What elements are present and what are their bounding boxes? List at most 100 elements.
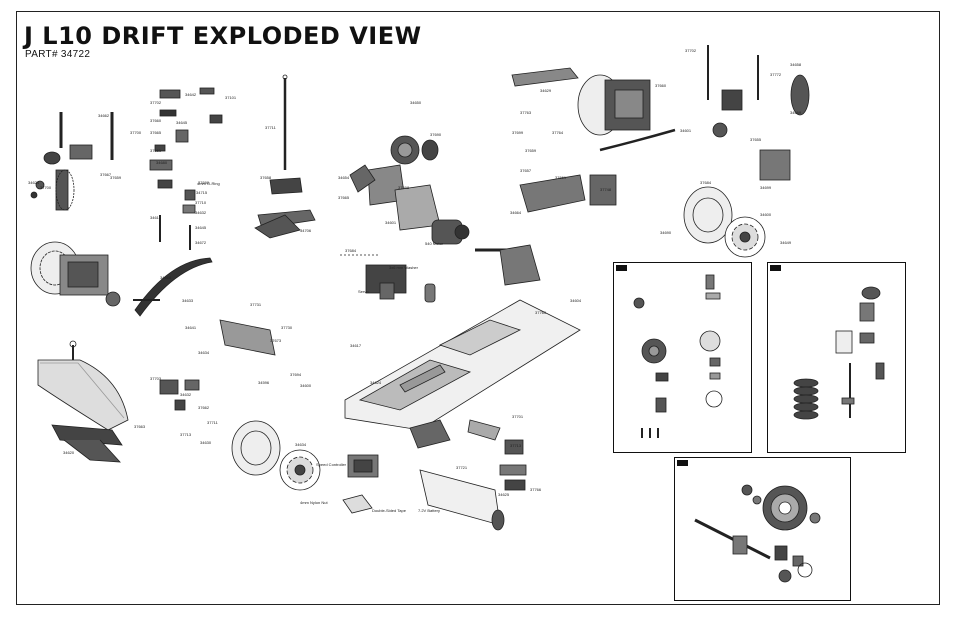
part-number-label: 37665 bbox=[338, 195, 350, 200]
part-number-label: 37658 bbox=[260, 175, 272, 180]
inset-badge bbox=[770, 265, 781, 271]
left-wheel-gearbox bbox=[30, 241, 213, 317]
part-number-label: 34632 bbox=[195, 210, 207, 215]
part-number-label: 34604 bbox=[570, 298, 582, 303]
caption-washer: 3x6 mm Washer bbox=[389, 265, 418, 270]
part-number-label: 34672 bbox=[195, 240, 207, 245]
part-number-label: 37660 bbox=[150, 118, 162, 123]
part-number-label: 34630 bbox=[200, 440, 212, 445]
part-number-label: 34625 bbox=[498, 492, 510, 497]
part-number-label: 34634 bbox=[295, 442, 307, 447]
part-number-label: 34649 bbox=[780, 240, 792, 245]
part-number: PART# 34722 bbox=[25, 49, 91, 60]
part-number-label: 34624 bbox=[370, 380, 382, 385]
part-number-label: 37660 bbox=[655, 83, 667, 88]
caption-servo: Servo bbox=[358, 289, 369, 294]
differential-parts bbox=[633, 274, 723, 438]
front-wheel bbox=[159, 319, 321, 491]
part-number-label: 34715 bbox=[196, 190, 208, 195]
caption-speed-controller: Speed Controller bbox=[316, 462, 347, 467]
part-number-label: 34642 bbox=[185, 92, 197, 97]
center-shaft bbox=[254, 74, 316, 239]
part-number-label: 37721 bbox=[456, 465, 468, 470]
part-number-label: 37101 bbox=[225, 95, 237, 100]
part-number-label: 37763 bbox=[520, 110, 532, 115]
part-number-label: 37690 bbox=[198, 180, 210, 185]
part-number-label: 34634 bbox=[198, 350, 210, 355]
page-title: J L10 DRIFT EXPLODED VIEW bbox=[24, 22, 422, 50]
part-number-label: 37684 bbox=[345, 248, 357, 253]
part-number-label: 37655 bbox=[750, 137, 762, 142]
speed-controller bbox=[342, 454, 379, 514]
left-shock-assembly bbox=[30, 112, 114, 211]
part-number-label: 34658 bbox=[790, 62, 802, 67]
part-number-label: 37673 bbox=[270, 338, 282, 343]
part-number-label: 37661 bbox=[555, 175, 567, 180]
part-number-label: 37690 bbox=[430, 132, 442, 137]
part-number-label: 37667 bbox=[100, 172, 112, 177]
diagram-frame bbox=[16, 11, 940, 605]
inset-shock bbox=[767, 262, 906, 453]
spur-gear-cluster bbox=[349, 135, 510, 252]
part-number-label: 37701 bbox=[512, 414, 524, 419]
part-number-label: 34690 bbox=[660, 230, 672, 235]
part-number-label: 37659 bbox=[525, 148, 537, 153]
part-number-label: 34633 bbox=[182, 298, 194, 303]
part-number-label: 37684 bbox=[700, 180, 712, 185]
part-number-label: 37700 bbox=[40, 185, 52, 190]
chassis-plate bbox=[344, 244, 581, 431]
part-number-label: 37710 bbox=[195, 200, 207, 205]
part-number-label: 34680 bbox=[156, 160, 168, 165]
rear-hub-parts bbox=[409, 419, 527, 491]
part-number-label: 34706 bbox=[300, 228, 312, 233]
part-number-label: 37772 bbox=[770, 72, 782, 77]
part-number-label: 34662 bbox=[98, 113, 110, 118]
part-number-label: 37711 bbox=[207, 420, 218, 425]
part-number-label: 34629 bbox=[540, 88, 552, 93]
part-number-label: 34664 bbox=[510, 210, 522, 215]
caption-double-sided-tape: Double-Sided Tape bbox=[372, 508, 406, 513]
servo-assembly bbox=[340, 254, 436, 303]
inset-badge bbox=[616, 265, 627, 271]
part-number-label: 37665 bbox=[150, 130, 162, 135]
part-number-label: 34669 bbox=[790, 110, 802, 115]
part-number-label: 34601 bbox=[385, 220, 397, 225]
part-number-label: 37700 bbox=[130, 130, 142, 135]
part-number-label: 34645 bbox=[195, 225, 207, 230]
part-number-label: 37699 bbox=[512, 130, 524, 135]
part-number-label: 37698 bbox=[398, 185, 410, 190]
part-number-label: 37657 bbox=[520, 168, 532, 173]
part-number-label: 37713 bbox=[510, 443, 522, 448]
part-number-label: 34645 bbox=[176, 120, 188, 125]
part-number-label: 34699 bbox=[760, 185, 772, 190]
part-number-label: 34624 bbox=[28, 180, 40, 185]
part-number-label: 37711 bbox=[265, 125, 276, 130]
part-number-label: 37662 bbox=[198, 405, 210, 410]
part-number-label: 34600 bbox=[760, 212, 772, 217]
body-shell bbox=[37, 340, 129, 463]
part-number-label: 37730 bbox=[281, 325, 293, 330]
part-number-label: 37703 bbox=[150, 376, 162, 381]
part-number-label: 37748 bbox=[600, 187, 612, 192]
caption-battery: 7.2V Battery bbox=[418, 508, 441, 513]
part-number-label: 34632 bbox=[180, 392, 192, 397]
part-number-label: 34650 bbox=[410, 100, 422, 105]
part-number-label: 34610 bbox=[150, 215, 162, 220]
part-number-label: 34596 bbox=[258, 380, 270, 385]
part-number-label: 37764 bbox=[552, 130, 564, 135]
part-number-label: 34654 bbox=[338, 175, 350, 180]
part-number-label: 37661 bbox=[150, 148, 162, 153]
rear-wheel bbox=[683, 186, 766, 258]
part-number-label: 34641 bbox=[185, 325, 197, 330]
caption-motor: 540 Motor bbox=[425, 241, 444, 246]
part-number-label: 37765 bbox=[535, 310, 547, 315]
part-number-label: 34601 bbox=[680, 128, 692, 133]
inset-badge bbox=[677, 460, 688, 466]
front-suspension-parts bbox=[149, 87, 223, 250]
part-number-label: 37663 bbox=[134, 424, 146, 429]
part-number-label: 34617 bbox=[350, 343, 362, 348]
part-number-label: 37766 bbox=[530, 487, 542, 492]
part-number-label: 34620 bbox=[63, 450, 75, 455]
part-number-label: 37713 bbox=[180, 432, 192, 437]
